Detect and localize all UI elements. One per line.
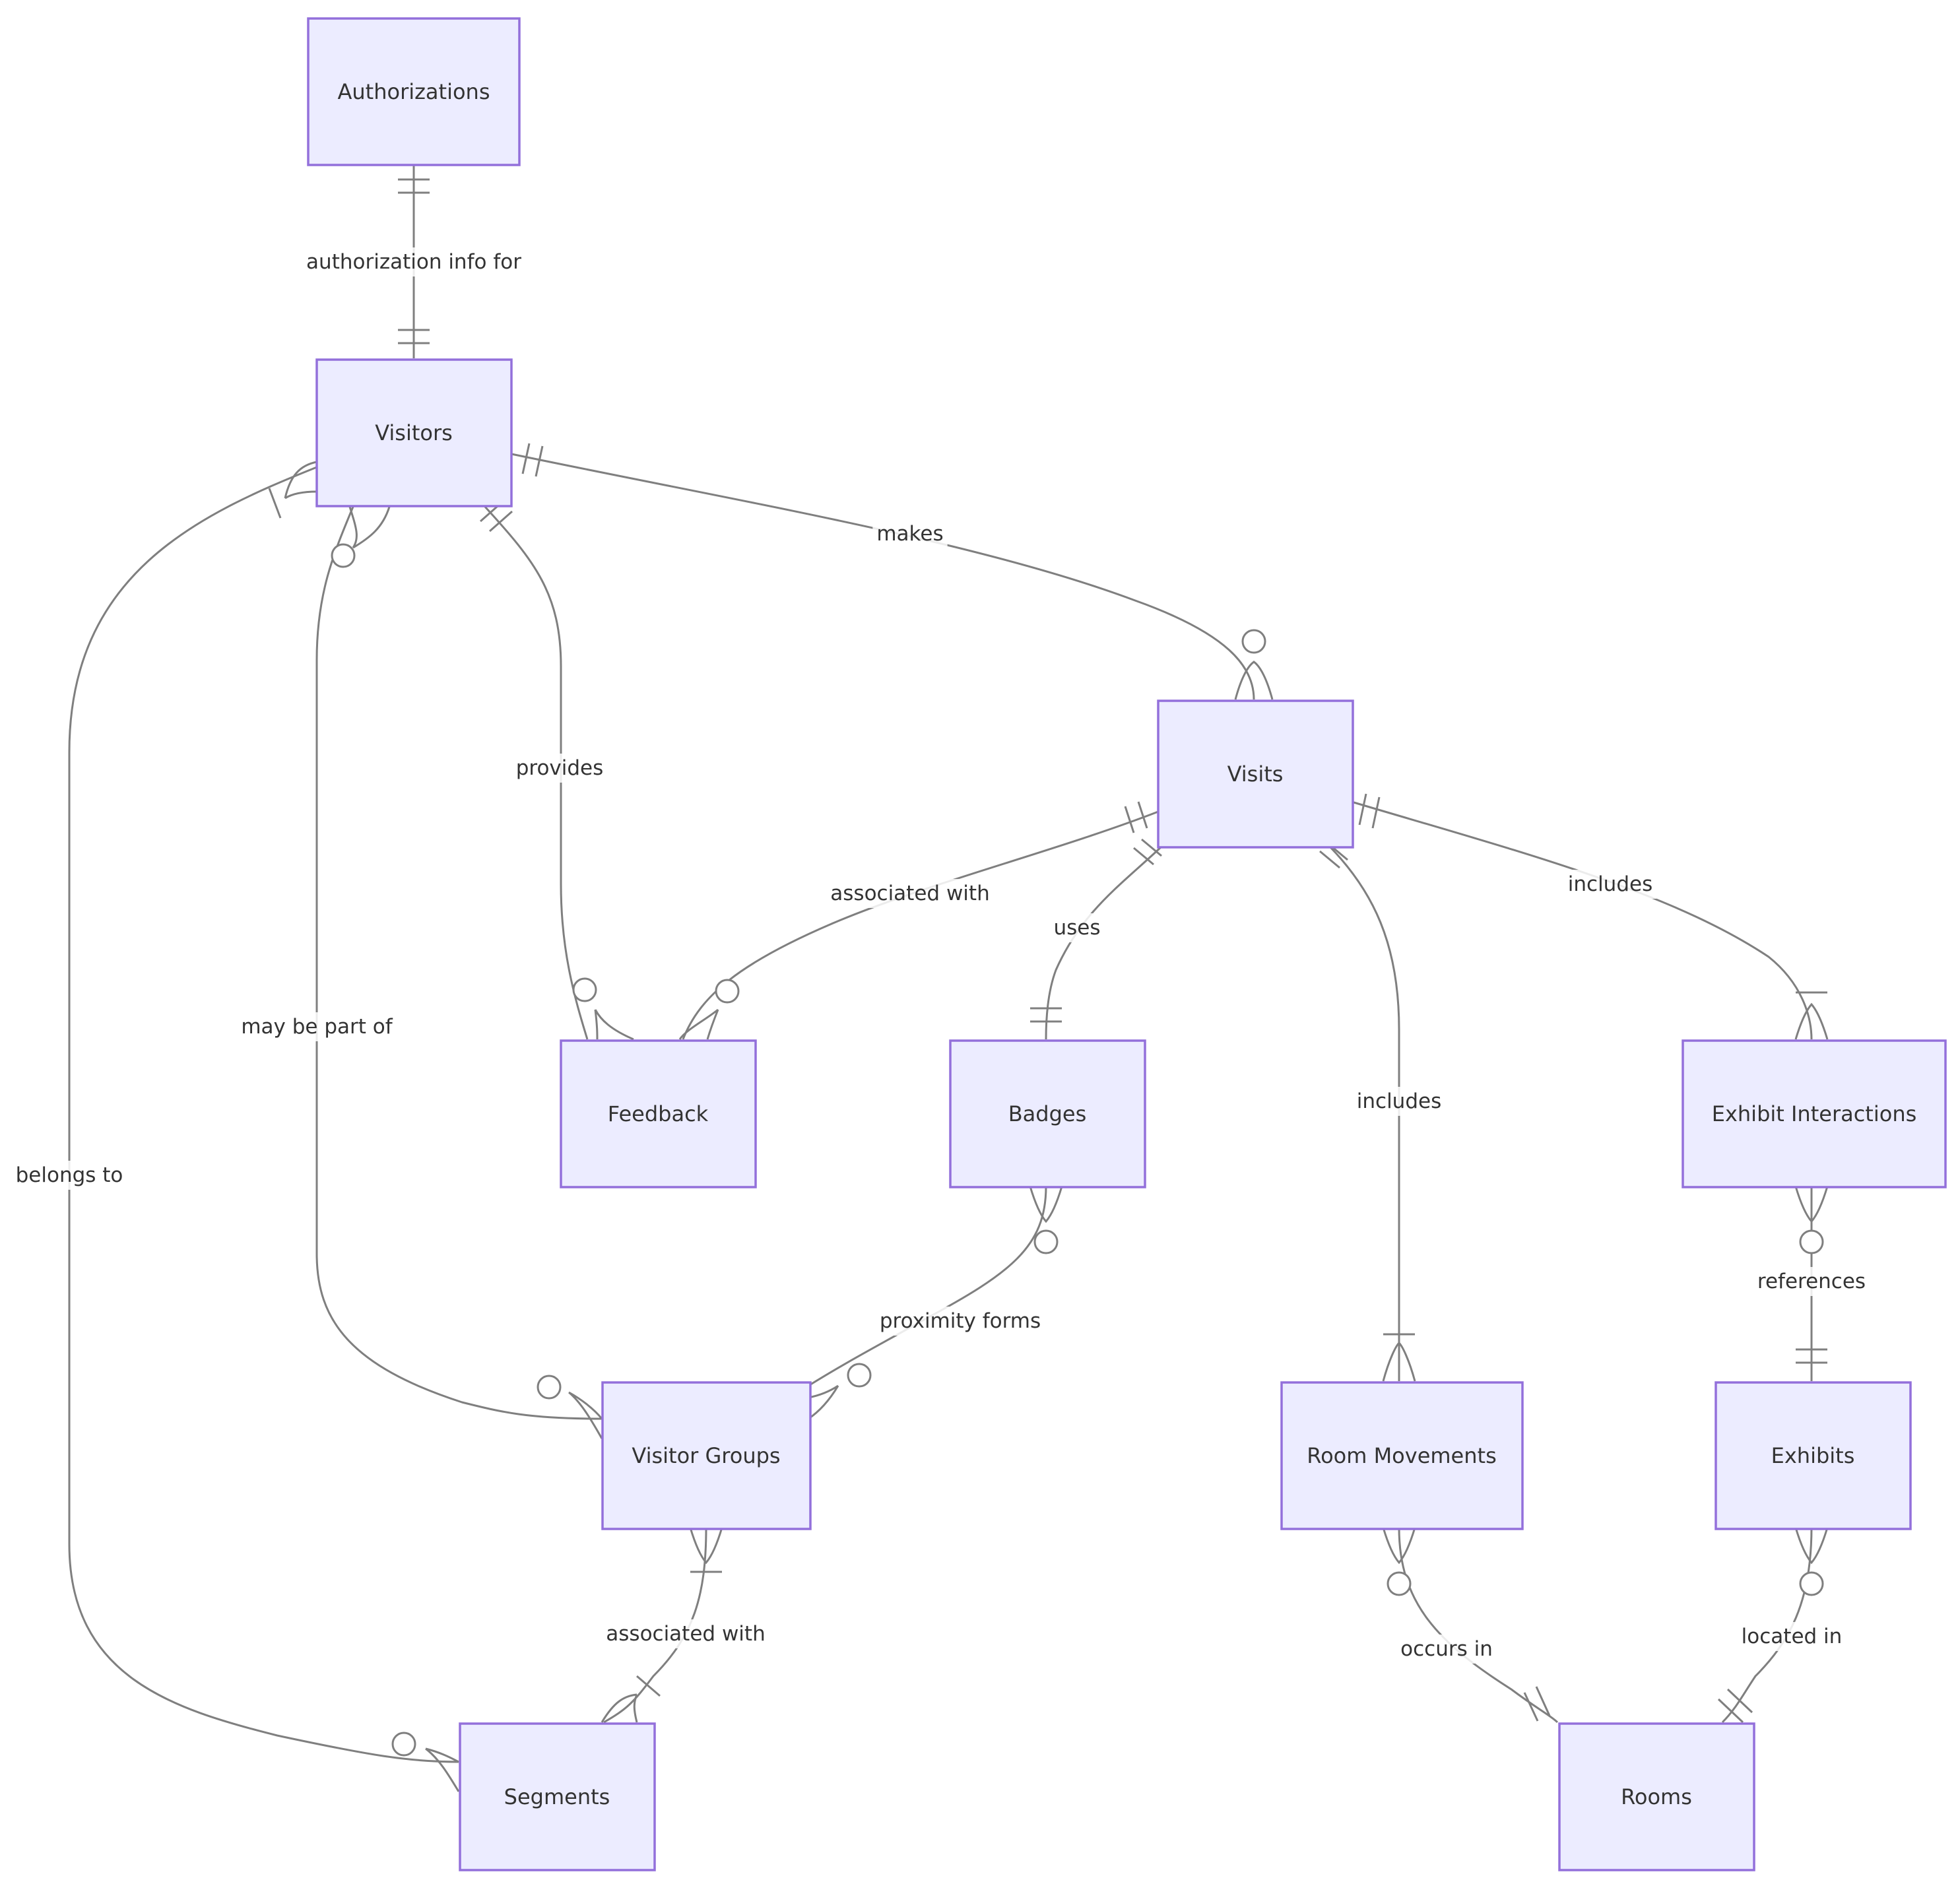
- entity-visits[interactable]: Visits: [1157, 699, 1354, 849]
- marker-visitors-groups-circle: [331, 543, 356, 568]
- marker-visitors-segments-bar: [268, 488, 282, 519]
- marker-visitors-segments-crow: [284, 461, 317, 500]
- label-may-be-part-of: may be part of: [241, 1015, 393, 1039]
- entity-exhibits[interactable]: Exhibits: [1715, 1381, 1912, 1530]
- marker-visits-exhibit-bars: [1358, 793, 1381, 829]
- marker-visits-feedback-bars: [1124, 801, 1148, 833]
- marker-segments-groups-bar: [636, 1675, 661, 1697]
- relationship-labels: authorization info for makes provides ma…: [11, 247, 1870, 1664]
- marker-segments-visitors-circle: [391, 1732, 416, 1757]
- marker-visitors-makes-bars: [521, 443, 544, 477]
- marker-visitors-groups-crow: [348, 506, 391, 549]
- rel-line-visits-feedback: [682, 810, 1159, 1040]
- entity-room-movements[interactable]: Room Movements: [1280, 1381, 1524, 1530]
- marker-roommov-rooms-circle: [1387, 1571, 1412, 1596]
- marker-authorizations-bars: [398, 178, 430, 194]
- entity-visitor-groups[interactable]: Visitor Groups: [601, 1381, 812, 1530]
- label-group-segment-associated-with: associated with: [606, 1622, 765, 1646]
- label-occurs-in: occurs in: [1400, 1637, 1493, 1661]
- entity-exhibit-interactions-label: Exhibit Interactions: [1712, 1101, 1917, 1126]
- entity-rooms-label: Rooms: [1621, 1784, 1692, 1809]
- marker-visits-makes-crow: [1234, 661, 1274, 700]
- rel-line-room-movements-rooms: [1398, 1527, 1559, 1724]
- marker-segments-groups-crow: [601, 1693, 638, 1723]
- marker-roommov-visits-crow: [1382, 1341, 1416, 1382]
- cardinality-markers: [268, 178, 1829, 1792]
- marker-feedback-visits-circle: [715, 979, 740, 1004]
- marker-exhibint-exhibits-crow: [1794, 1186, 1829, 1223]
- label-uses: uses: [1053, 916, 1100, 940]
- marker-feedback-provides-crow: [594, 1009, 634, 1041]
- relationship-lines: [68, 165, 1813, 1763]
- marker-badges-visits-bars: [1030, 1007, 1062, 1023]
- entity-authorizations[interactable]: Authorizations: [307, 17, 521, 166]
- entity-room-movements-label: Room Movements: [1307, 1443, 1496, 1468]
- label-makes: makes: [876, 522, 943, 546]
- marker-groups-badges-circle: [847, 1363, 872, 1388]
- rel-line-badges-visitor-groups: [808, 1186, 1047, 1387]
- label-belongs-to: belongs to: [16, 1163, 123, 1187]
- rel-line-visits-room-movements: [1328, 845, 1400, 1381]
- label-located-in: located in: [1742, 1625, 1843, 1648]
- marker-feedback-provides-circle: [572, 977, 597, 1002]
- entities: Authorizations Visitors Visits Feedback …: [307, 17, 1947, 1871]
- rel-line-visitor-groups-segments: [603, 1527, 707, 1724]
- entity-visitors-label: Visitors: [375, 420, 453, 445]
- marker-badges-groups-crow: [1029, 1186, 1063, 1223]
- entity-authorizations-label: Authorizations: [338, 79, 490, 104]
- marker-groups-visitors-crow: [568, 1391, 603, 1439]
- label-visit-exhibit-includes: includes: [1568, 872, 1652, 896]
- label-provides: provides: [516, 756, 604, 780]
- marker-groups-visitors-circle: [537, 1375, 562, 1400]
- marker-roommov-rooms-crow: [1382, 1527, 1416, 1565]
- entity-visits-label: Visits: [1227, 762, 1284, 787]
- entity-exhibit-interactions[interactable]: Exhibit Interactions: [1682, 1039, 1947, 1188]
- marker-visitors-top-bars: [398, 329, 430, 344]
- rel-line-visits-badges: [1045, 845, 1163, 1040]
- rel-line-visitors-visitor-groups: [315, 506, 603, 1420]
- marker-badges-groups-circle: [1033, 1229, 1059, 1254]
- marker-rooms-exhibits-bars: [1717, 1688, 1753, 1724]
- marker-exhibits-exhibint-bars: [1796, 1348, 1827, 1364]
- marker-exhibits-rooms-crow: [1794, 1527, 1829, 1565]
- rel-line-visitors-segments: [68, 466, 459, 1763]
- entity-badges[interactable]: Badges: [949, 1039, 1146, 1188]
- entity-feedback[interactable]: Feedback: [560, 1039, 757, 1188]
- label-authorization-info-for: authorization info for: [306, 250, 521, 274]
- entity-exhibits-label: Exhibits: [1771, 1443, 1855, 1468]
- marker-rooms-roommov-bars: [1523, 1686, 1551, 1722]
- marker-segments-visitors-crow: [425, 1747, 460, 1792]
- label-references: references: [1757, 1270, 1866, 1293]
- entity-visitors[interactable]: Visitors: [315, 358, 513, 507]
- label-visit-room-includes: includes: [1357, 1089, 1441, 1113]
- marker-groups-segments-crow: [689, 1527, 723, 1565]
- entity-segments[interactable]: Segments: [459, 1722, 656, 1871]
- entity-visitor-groups-label: Visitor Groups: [632, 1443, 780, 1468]
- marker-groups-badges-crow: [808, 1384, 839, 1420]
- entity-segments-label: Segments: [504, 1784, 610, 1809]
- marker-exhibint-visits-crow: [1794, 1002, 1829, 1040]
- entity-badges-label: Badges: [1008, 1101, 1087, 1126]
- entity-rooms[interactable]: Rooms: [1558, 1722, 1755, 1871]
- entity-feedback-label: Feedback: [608, 1101, 709, 1126]
- marker-feedback-visits-crow: [678, 1008, 719, 1040]
- marker-exhibint-exhibits-circle: [1799, 1229, 1824, 1254]
- marker-visits-badges-bars: [1133, 838, 1162, 866]
- marker-exhibits-rooms-circle: [1799, 1571, 1824, 1596]
- marker-visits-makes-circle: [1241, 629, 1266, 654]
- label-proximity-forms: proximity forms: [880, 1309, 1041, 1333]
- label-visit-feedback-associated-with: associated with: [830, 882, 989, 905]
- rel-line-visits-exhibit-interactions: [1351, 800, 1813, 1040]
- rel-line-visitors-visits: [511, 453, 1255, 700]
